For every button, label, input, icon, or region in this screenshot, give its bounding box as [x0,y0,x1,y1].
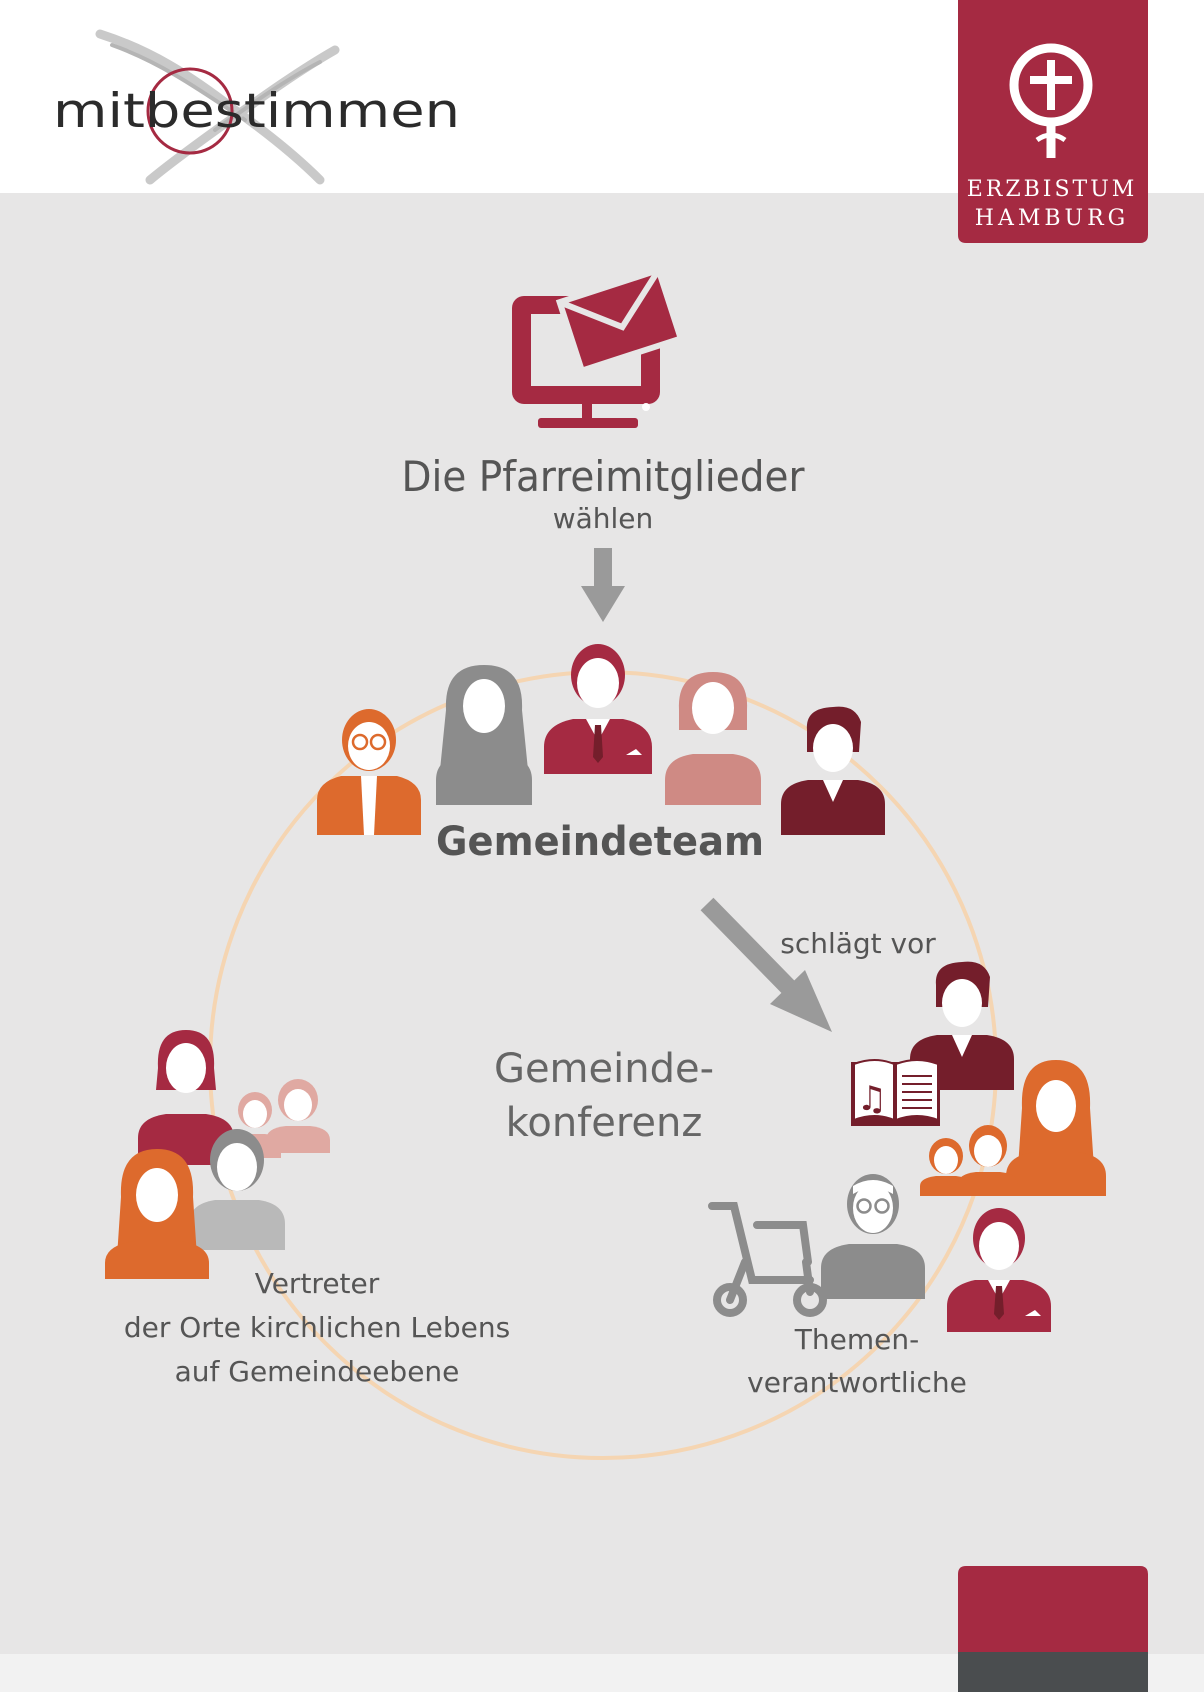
voters-action: wählen [553,502,654,535]
person-icon [436,665,532,805]
person-icon [665,672,761,805]
person-icon [544,644,652,774]
conference-label-line-1: Gemeinde- [494,1046,714,1092]
proposes-label: schlägt vor [780,927,936,960]
topic-leads-line-2: verantwortliche [747,1366,967,1399]
cross-seal-icon [1009,43,1093,158]
person-icon [821,1174,925,1299]
person-icon [947,1208,1051,1332]
walker-icon [708,1202,827,1317]
person-icon [1006,1060,1106,1196]
person-icon [317,709,421,835]
mitbestimmen-logo: mitbestimmen [53,29,460,185]
content-panel [0,193,1204,1654]
erzbistum-brand: ERZBISTUM HAMBURG [958,0,1148,243]
person-icon [781,706,885,835]
brand-line-2: HAMBURG [975,206,1129,231]
person-icon [958,1125,1018,1196]
representatives-line-2: der Orte kirchlichen Lebens [124,1311,510,1344]
brand-line-1: ERZBISTUM [967,177,1138,202]
topic-leads-line-1: Themen- [794,1323,919,1356]
logo-text: mitbestimmen [53,84,460,139]
person-icon [266,1079,330,1153]
computer-mail-icon [512,266,685,428]
music-note-icon: ♫ [857,1079,887,1119]
team-label: Gemeindeteam [436,819,764,865]
proposes-arrow-icon [700,897,832,1032]
conference-label-line-2: konferenz [506,1100,703,1146]
representatives-line-1: Vertreter [255,1267,380,1300]
footer-brand-tab [958,1566,1148,1692]
representatives-line-3: auf Gemeindeebene [175,1355,460,1388]
down-arrow-icon [581,548,625,622]
person-icon [105,1149,209,1279]
songbook-icon: ♫ [851,1059,940,1126]
voters-label: Die Pfarreimitglieder [402,452,806,501]
person-icon [189,1129,285,1250]
